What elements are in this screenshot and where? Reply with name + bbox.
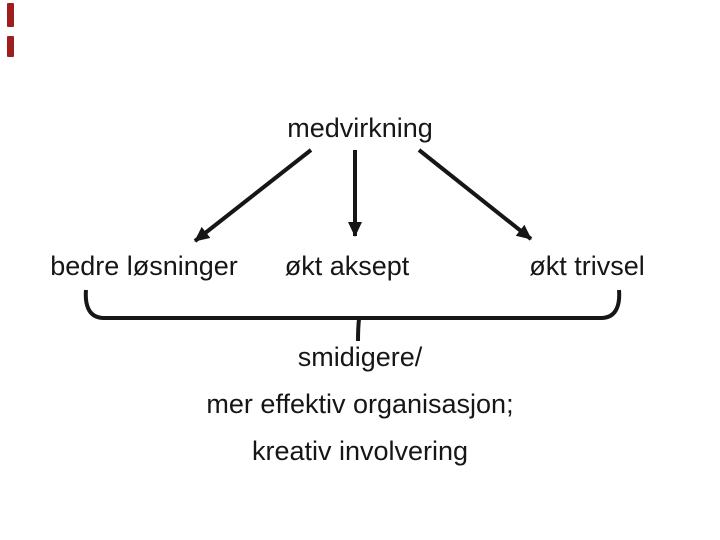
summary-text: smidigere/ mer effektiv organisasjon; kr… [0,334,720,475]
red-accent-bar-top [7,3,14,27]
outcome-label-okt-aksept: økt aksept [284,251,410,281]
outcome-label-bedre-losninger: bedre løsninger [50,251,238,281]
underbrace-graphic [83,289,622,342]
outcome-label-okt-trivsel: økt trivsel [529,251,645,281]
red-accent-bar-bottom [7,36,14,57]
summary-line-1: smidigere/ [297,342,423,372]
summary-line-2: mer effektiv organisasjon; [206,389,514,419]
arrow-down-right-icon [417,148,533,241]
branch-arrows-graphic [193,148,533,243]
arrow-down-left-icon [193,148,313,243]
root-concept-label: medvirkning [287,113,433,143]
summary-line-3: kreativ involvering [251,436,469,466]
